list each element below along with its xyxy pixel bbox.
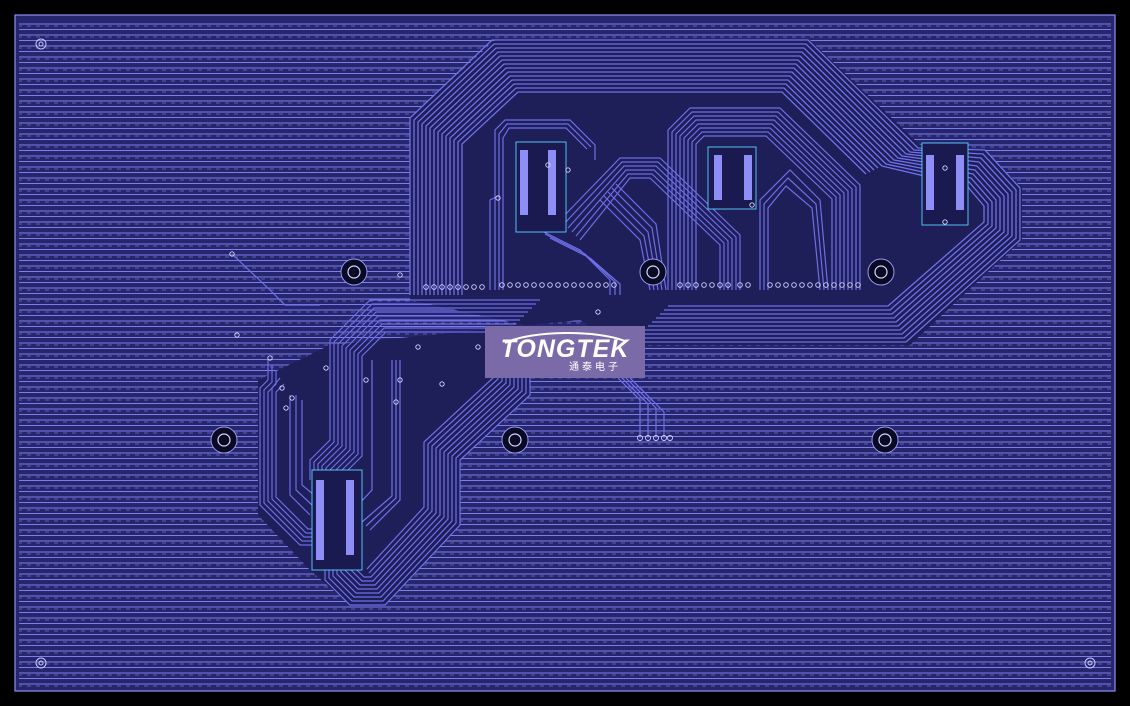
testpoint-pads — [637, 435, 673, 441]
logo-subtitle-text: 通泰电子 — [569, 362, 621, 373]
mounting-hole-1 — [340, 258, 368, 286]
corner-mounting-holes — [35, 38, 1096, 669]
ic-footprint-u4 — [311, 469, 363, 571]
mounting-hole-2 — [639, 258, 667, 286]
vias — [229, 162, 948, 411]
trace-bus-upper-left-chip — [489, 119, 621, 295]
trace-bus-lower-left — [259, 299, 540, 546]
ic-footprint-u3 — [921, 142, 969, 226]
mounting-hole-3 — [867, 258, 895, 286]
trace-bus-diagonal-center — [559, 157, 741, 291]
tongtek-logo-watermark: TONGTEK 通泰电子 — [485, 326, 645, 378]
ic-footprint-u1 — [515, 141, 567, 233]
mounting-hole-5 — [501, 426, 529, 454]
logo-swoosh-icon — [504, 332, 626, 344]
connector-pad-row-2 — [677, 282, 861, 288]
mounting-hole-4 — [210, 426, 238, 454]
ic-footprint-u2 — [707, 146, 757, 210]
mounting-hole-6 — [871, 426, 899, 454]
trace-bus-inner — [667, 107, 861, 291]
connector-pad-row-1 — [423, 282, 617, 290]
trace-testpoint-lines — [231, 253, 665, 438]
logo-brand-text: TONGTEK — [500, 335, 630, 363]
